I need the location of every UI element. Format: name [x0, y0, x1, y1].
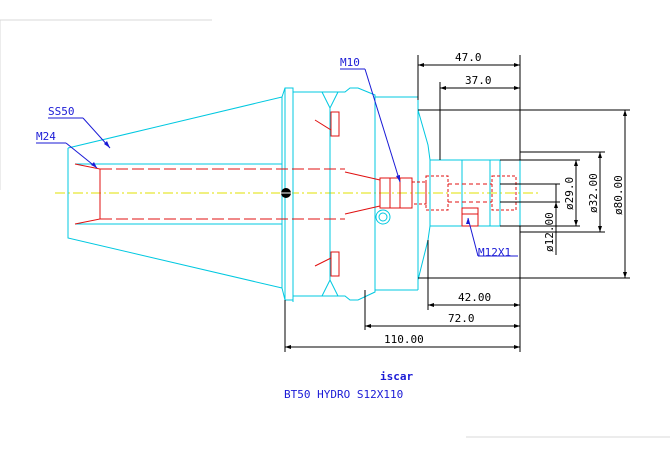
dim-dia-12: ø12.00	[543, 212, 556, 252]
label-ss50: SS50	[48, 105, 75, 118]
dimension-lines	[284, 55, 630, 352]
dim-47: 47.0	[455, 51, 482, 64]
label-m12x1: M12X1	[478, 246, 511, 259]
label-m10: M10	[340, 56, 360, 69]
dim-42: 42.00	[458, 291, 491, 304]
label-leaders	[36, 68, 518, 257]
leader-arrows	[91, 141, 470, 224]
brand-logo: iscar	[380, 370, 413, 383]
dim-dia-29: ø29.0	[563, 177, 576, 210]
model-caption: BT50 HYDRO S12X110	[284, 388, 403, 401]
dim-dia-80: ø80.00	[612, 175, 625, 215]
internal-features	[74, 111, 517, 277]
dim-72: 72.0	[448, 312, 475, 325]
frame-lines	[0, 19, 670, 438]
dim-dia-32: ø32.00	[587, 173, 600, 213]
dim-37: 37.0	[465, 74, 492, 87]
dim-110: 110.00	[384, 333, 424, 346]
holder-outline	[67, 87, 521, 302]
label-m24: M24	[36, 130, 56, 143]
dimension-arrows	[285, 63, 627, 349]
